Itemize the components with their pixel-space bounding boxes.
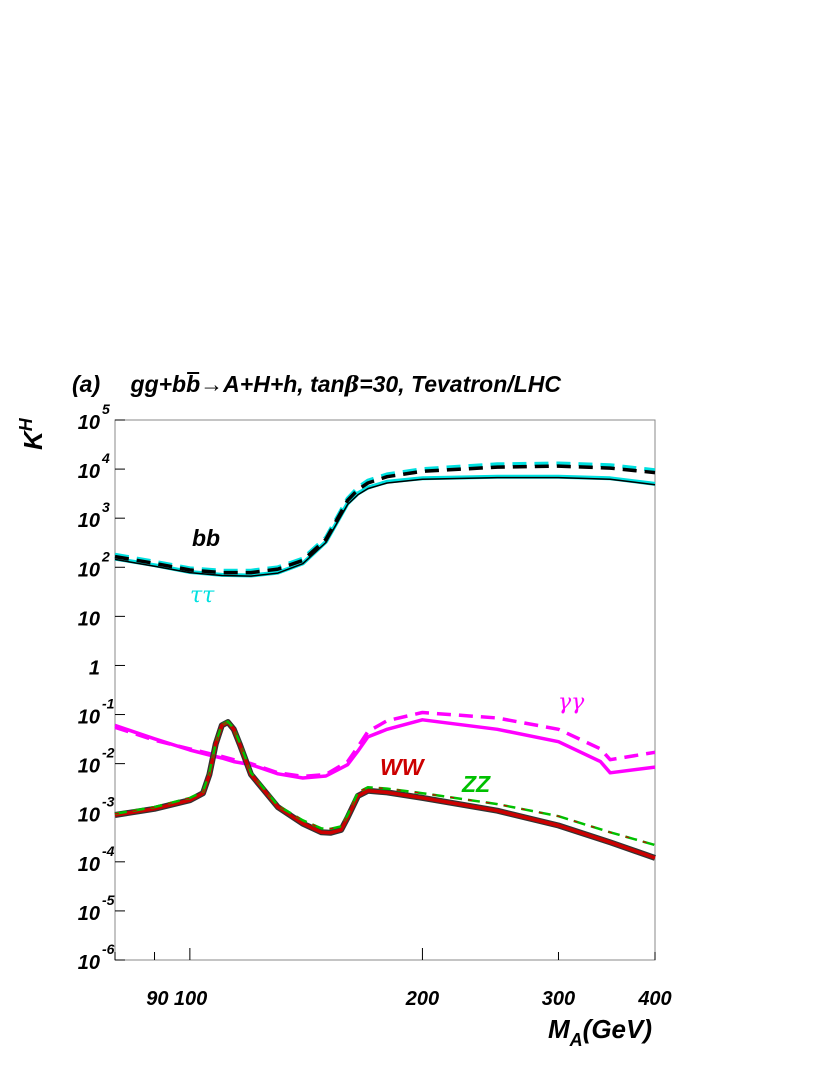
series-tautau-dashed	[114, 461, 656, 573]
annotation-gammagamma: γγ	[558, 690, 585, 715]
y-tick-label: 10	[78, 952, 100, 974]
svg-text:KH: KH	[16, 417, 48, 450]
y-tick-exponent: -3	[102, 794, 115, 810]
x-tick-label: 100	[174, 988, 207, 1010]
y-tick-label: 10	[78, 608, 100, 630]
x-tick-label: 300	[542, 988, 575, 1010]
series-bb-dashed	[114, 464, 656, 575]
y-tick-exponent: 2	[101, 548, 110, 564]
title-process-post: →A+H+h, tan	[200, 371, 344, 397]
series-ww-outline	[114, 719, 656, 861]
annotation-tautau: ττ	[190, 583, 215, 608]
title-process-tail: =30, Tevatron/LHC	[359, 371, 561, 397]
y-axis-label: KH	[16, 417, 48, 450]
y-tick-label: 10	[78, 903, 100, 925]
y-tick-label: 10	[78, 510, 100, 532]
y-tick-exponent: -4	[102, 843, 115, 859]
x-tick-label: 90	[146, 988, 168, 1010]
y-tick-exponent: -2	[102, 745, 115, 761]
title-beta: β	[344, 372, 360, 398]
x-label-sub: A	[569, 1030, 583, 1050]
y-tick-exponent: 4	[101, 450, 110, 466]
series-zz-accent	[114, 720, 656, 846]
y-tick-label: 10	[78, 559, 100, 581]
y-tick-exponent: -5	[102, 892, 115, 908]
y-tick-label: 10	[78, 461, 100, 483]
plot-frame	[114, 419, 656, 961]
y-tick-label: 10	[78, 854, 100, 876]
annotation-ww: WW	[380, 754, 426, 780]
x-axis-label: MA(GeV)	[548, 1014, 652, 1050]
x-label-base: M	[548, 1014, 571, 1044]
y-tick-label: 10	[78, 412, 100, 434]
y-tick-label: 10	[78, 756, 100, 778]
y-tick-label: 10	[78, 707, 100, 729]
y-tick-exponent: -6	[102, 941, 115, 957]
series-bb-solid	[114, 476, 656, 577]
y-label-sup: H	[16, 417, 36, 431]
title-tag: (a)	[72, 371, 100, 397]
y-tick-exponent: 3	[102, 499, 110, 515]
y-tick-exponent: 5	[102, 401, 110, 417]
chart-title: (a) gg+bb→A+H+h, tanβ=30, Tevatron/LHC	[72, 371, 561, 398]
title-bbar: b	[186, 371, 200, 397]
y-tick-label: 1	[89, 657, 100, 679]
series-group	[114, 461, 656, 861]
series-zz-dashed	[114, 720, 656, 847]
y-tick-exponent: -1	[102, 696, 115, 712]
x-label-unit: (GeV)	[583, 1014, 652, 1044]
x-tick-label: 200	[405, 988, 439, 1010]
annotation-bb: bb	[192, 525, 220, 551]
title-process-pre: gg+b	[130, 371, 187, 397]
x-tick-label: 400	[637, 988, 671, 1010]
y-label-base: K	[18, 429, 48, 450]
annotation-zz: ZZ	[461, 771, 491, 797]
y-tick-label: 10	[78, 805, 100, 827]
